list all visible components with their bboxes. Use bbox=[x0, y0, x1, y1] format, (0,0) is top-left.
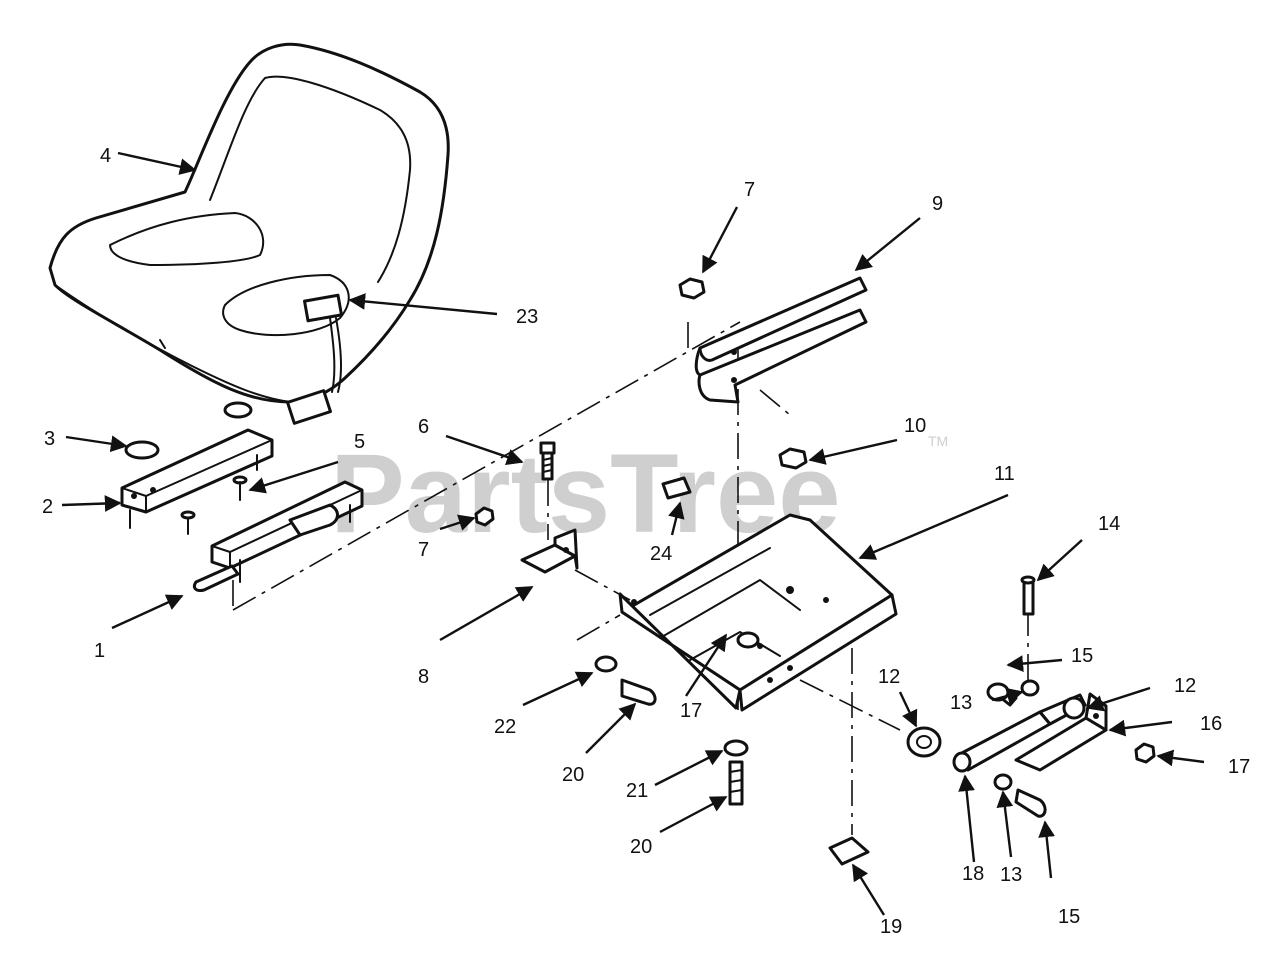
callout-14: 14 bbox=[1098, 513, 1120, 535]
callout-21: 21 bbox=[626, 780, 648, 802]
callout-12-left: 12 bbox=[878, 666, 900, 688]
bushing bbox=[906, 726, 942, 758]
gas-spring bbox=[952, 693, 1087, 773]
washer-and-bolt bbox=[723, 739, 749, 806]
callout-8: 8 bbox=[418, 666, 429, 688]
callout-20-upper: 20 bbox=[562, 764, 584, 786]
angle-bracket bbox=[520, 528, 579, 574]
callout-labels: 1 2 3 4 5 6 7 7 8 9 10 11 12 12 13 13 14… bbox=[42, 145, 1250, 938]
callout-12-right: 12 bbox=[1174, 675, 1196, 697]
hex-nut bbox=[474, 277, 808, 527]
callout-15-top: 15 bbox=[1071, 645, 1093, 667]
callout-16: 16 bbox=[1200, 713, 1222, 735]
callout-7-top: 7 bbox=[744, 179, 755, 201]
callout-11: 11 bbox=[994, 463, 1015, 485]
callout-3: 3 bbox=[44, 428, 55, 450]
plug bbox=[828, 836, 870, 866]
callout-17-left: 17 bbox=[680, 700, 702, 722]
callout-4: 4 bbox=[100, 145, 111, 167]
seat-slide-lower bbox=[192, 480, 364, 592]
callout-15-bottom: 15 bbox=[1058, 906, 1080, 928]
seat-switch bbox=[286, 293, 343, 425]
callout-20-lower: 20 bbox=[630, 836, 652, 858]
seat-slide-upper bbox=[120, 428, 274, 535]
callout-13-top: 13 bbox=[950, 692, 972, 714]
callout-24: 24 bbox=[650, 543, 672, 565]
watermark-trademark: TM bbox=[928, 433, 948, 449]
callout-18: 18 bbox=[962, 863, 984, 885]
pivot-hardware bbox=[986, 575, 1156, 818]
callout-6: 6 bbox=[418, 416, 429, 438]
callout-7-left: 7 bbox=[418, 539, 429, 561]
leader-arrows bbox=[61, 151, 1205, 916]
callout-1: 1 bbox=[94, 640, 105, 662]
callout-17-right: 17 bbox=[1228, 756, 1250, 778]
callout-13-bottom: 13 bbox=[1000, 864, 1022, 886]
seat-screw bbox=[232, 475, 248, 501]
callout-10: 10 bbox=[904, 415, 926, 437]
callout-9: 9 bbox=[932, 193, 943, 215]
callout-2: 2 bbox=[42, 496, 53, 518]
assembly-centerlines bbox=[232, 321, 1029, 835]
callout-22: 22 bbox=[494, 716, 516, 738]
spacer-and-bolt bbox=[594, 655, 657, 706]
seat-pan bbox=[618, 513, 898, 712]
seat-shell bbox=[48, 42, 450, 404]
callout-19: 19 bbox=[880, 916, 902, 938]
seat-pivot-bracket bbox=[694, 276, 868, 404]
bolt bbox=[539, 441, 556, 481]
callout-23: 23 bbox=[516, 306, 538, 328]
callout-5: 5 bbox=[354, 431, 365, 453]
wire-clip bbox=[661, 476, 692, 500]
